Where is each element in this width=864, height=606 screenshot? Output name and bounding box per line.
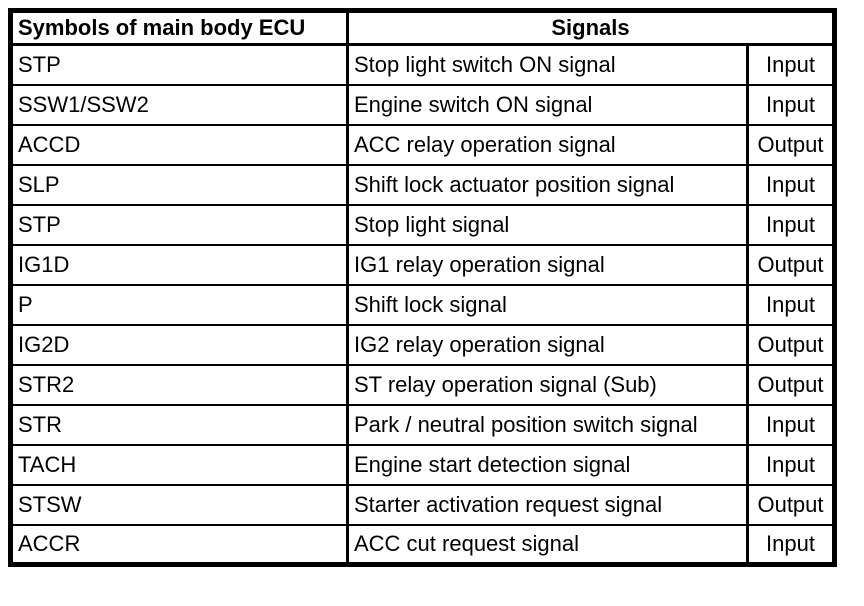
symbol-cell: IG2D: [9, 323, 349, 366]
table-body: STP Stop light switch ON signal Input SS…: [9, 43, 836, 566]
table-row: STSW Starter activation request signal O…: [9, 483, 836, 526]
direction-cell: Output: [746, 323, 836, 366]
table-row: P Shift lock signal Input: [9, 283, 836, 326]
direction-cell: Output: [746, 483, 836, 526]
symbol-cell: STR: [9, 403, 349, 446]
direction-cell: Input: [746, 403, 836, 446]
symbol-cell: IG1D: [9, 243, 349, 286]
symbol-cell: STP: [9, 43, 349, 86]
symbol-cell: TACH: [9, 443, 349, 486]
direction-cell: Output: [746, 123, 836, 166]
table-row: TACH Engine start detection signal Input: [9, 443, 836, 486]
header-signals: Signals: [346, 9, 836, 46]
table-row: STR Park / neutral position switch signa…: [9, 403, 836, 446]
signal-cell: Stop light signal: [346, 203, 749, 246]
direction-cell: Input: [746, 163, 836, 206]
signal-cell: Engine switch ON signal: [346, 83, 749, 126]
signal-cell: Park / neutral position switch signal: [346, 403, 749, 446]
signal-cell: ACC cut request signal: [346, 523, 749, 566]
direction-cell: Output: [746, 363, 836, 406]
symbol-cell: P: [9, 283, 349, 326]
direction-cell: Input: [746, 203, 836, 246]
table-row: ACCD ACC relay operation signal Output: [9, 123, 836, 166]
symbol-cell: STSW: [9, 483, 349, 526]
direction-cell: Input: [746, 283, 836, 326]
ecu-signals-table-container: Symbols of main body ECU Signals STP Sto…: [8, 8, 837, 567]
direction-cell: Input: [746, 83, 836, 126]
table-row: STP Stop light switch ON signal Input: [9, 43, 836, 86]
signal-cell: IG2 relay operation signal: [346, 323, 749, 366]
signal-cell: ACC relay operation signal: [346, 123, 749, 166]
table-row: IG1D IG1 relay operation signal Output: [9, 243, 836, 286]
direction-cell: Output: [746, 243, 836, 286]
direction-cell: Input: [746, 43, 836, 86]
table-row: SLP Shift lock actuator position signal …: [9, 163, 836, 206]
symbol-cell: SLP: [9, 163, 349, 206]
signal-cell: Engine start detection signal: [346, 443, 749, 486]
signal-cell: ST relay operation signal (Sub): [346, 363, 749, 406]
signal-cell: Starter activation request signal: [346, 483, 749, 526]
header-symbols: Symbols of main body ECU: [9, 9, 349, 46]
signal-cell: Shift lock actuator position signal: [346, 163, 749, 206]
ecu-signals-table: Symbols of main body ECU Signals STP Sto…: [8, 8, 837, 567]
signal-cell: Stop light switch ON signal: [346, 43, 749, 86]
symbol-cell: SSW1/SSW2: [9, 83, 349, 126]
table-row: STP Stop light signal Input: [9, 203, 836, 246]
table-row: ACCR ACC cut request signal Input: [9, 523, 836, 566]
direction-cell: Input: [746, 523, 836, 566]
direction-cell: Input: [746, 443, 836, 486]
signal-cell: IG1 relay operation signal: [346, 243, 749, 286]
header-row: Symbols of main body ECU Signals: [9, 9, 836, 46]
table-row: SSW1/SSW2 Engine switch ON signal Input: [9, 83, 836, 126]
symbol-cell: STP: [9, 203, 349, 246]
symbol-cell: STR2: [9, 363, 349, 406]
table-header: Symbols of main body ECU Signals: [9, 9, 836, 46]
symbol-cell: ACCR: [9, 523, 349, 566]
signal-cell: Shift lock signal: [346, 283, 749, 326]
table-row: STR2 ST relay operation signal (Sub) Out…: [9, 363, 836, 406]
table-row: IG2D IG2 relay operation signal Output: [9, 323, 836, 366]
symbol-cell: ACCD: [9, 123, 349, 166]
